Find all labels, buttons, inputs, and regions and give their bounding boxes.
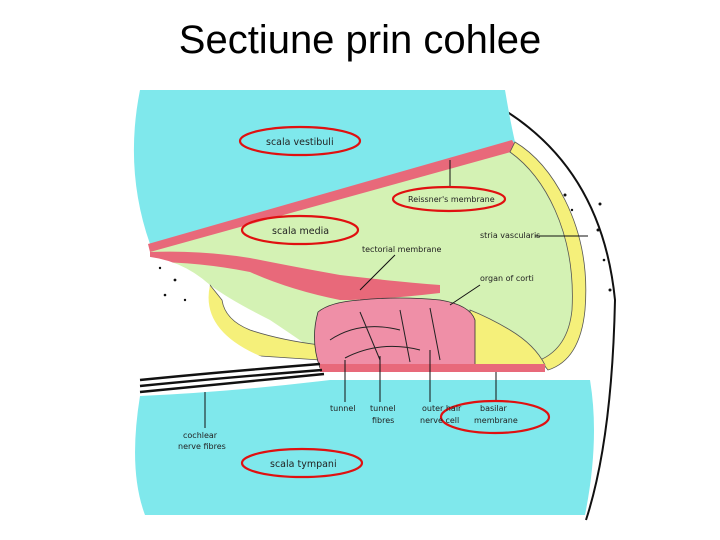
label-outer-hair-1: outer hair — [422, 404, 462, 413]
corti-cell-lines — [329, 307, 441, 363]
basilar-membrane-shape — [320, 364, 545, 372]
pointer-arrows — [204, 160, 588, 428]
label-tectorial-membrane: tectorial membrane — [362, 245, 442, 254]
label-cochlear-2: nerve fibres — [178, 442, 226, 451]
hensen-cells — [469, 309, 546, 369]
oval-scala-vestibuli — [238, 125, 362, 157]
label-outer-hair-2: nerve cell — [420, 416, 459, 425]
label-scala-media: scala media — [272, 226, 329, 237]
osseous-spiral-lamina — [140, 256, 320, 376]
oval-scala-tympani — [240, 447, 364, 479]
label-tunnel-fibres-1: tunnel — [370, 404, 396, 413]
label-scala-tympani: scala tympani — [270, 459, 337, 470]
label-organ-of-corti: organ of corti — [480, 274, 534, 283]
oval-reissners-membrane — [391, 185, 507, 213]
cochlear-nerve-fibres — [139, 362, 325, 394]
label-tunnel: tunnel — [330, 404, 356, 413]
label-stria-vascularis: stria vascularis — [480, 231, 540, 240]
scala-vestibuli-region — [133, 90, 515, 244]
reissners-membrane-shape — [148, 140, 518, 252]
page-title: Sectiune prin cohlee — [178, 18, 542, 62]
tectorial-membrane-shape — [150, 251, 440, 300]
label-basilar-1: basilar — [480, 404, 507, 413]
oval-scala-media — [240, 214, 360, 246]
label-tunnel-fibres-2: fibres — [372, 416, 394, 425]
label-scala-vestibuli: scala vestibuli — [266, 137, 334, 148]
organ-of-corti-shape — [314, 297, 476, 369]
label-cochlear-1: cochlear — [183, 431, 218, 440]
bone-dots — [158, 193, 612, 302]
oval-basilar-membrane — [439, 399, 551, 435]
label-basilar-2: membrane — [474, 416, 518, 425]
scala-tympani-region — [135, 380, 594, 515]
bony-wall — [469, 91, 617, 521]
label-reissners-membrane: Reissner's membrane — [408, 195, 495, 204]
